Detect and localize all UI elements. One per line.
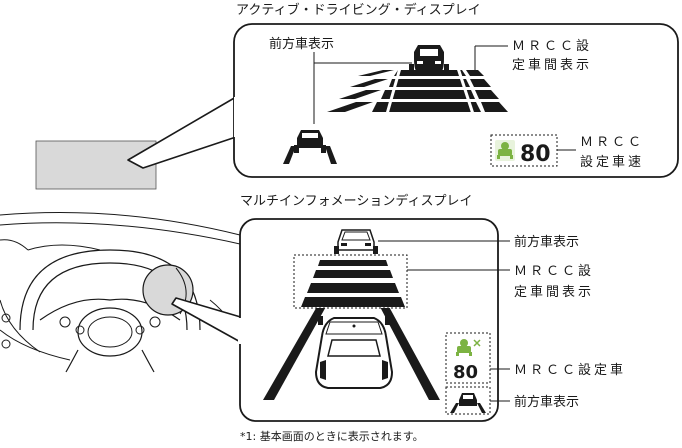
mid-label-set-vehicle: ＭＲＣＣ設定車 xyxy=(514,362,626,378)
adhud-own-vehicle-icon xyxy=(283,130,337,164)
mid-lane-line-left xyxy=(263,303,328,400)
adhud-title: アクティブ・ドライビング・ディスプレイ xyxy=(236,2,481,18)
adhud-label-speed-1: ＭＲＣＣ xyxy=(580,135,644,150)
footnote: *1: 基本画面のときに表示されます。 xyxy=(240,429,424,443)
mid-own-vehicle-icon xyxy=(314,316,394,389)
mid-label-distance-2: 定車間表示 xyxy=(514,285,594,300)
mid-callout-pointer xyxy=(171,297,245,345)
adhud-set-speed-value: 80 xyxy=(520,142,551,167)
adhud-lane-line-left xyxy=(385,67,402,115)
adhud-label-distance-1: ＭＲＣＣ設 xyxy=(512,38,592,54)
mrcc-cruise-icon xyxy=(495,140,515,161)
adhud-lane-line-right xyxy=(456,67,475,115)
mid-lane-line-right xyxy=(378,303,440,400)
mid-front-vehicle-icon xyxy=(334,229,378,254)
mid-distance-bars xyxy=(301,260,405,307)
adhud-callout-pointer xyxy=(127,96,237,169)
mid-footnote-marker: *1 xyxy=(426,390,437,401)
dashboard-illustration xyxy=(0,212,241,361)
adhud-label-front-vehicle: 前方車表示 xyxy=(269,36,334,52)
mid-set-speed-value: 80 xyxy=(453,362,478,383)
adhud-label-speed-2: 設定車速 xyxy=(580,154,644,170)
mid-label-front-vehicle: 前方車表示 xyxy=(514,234,579,250)
mid-basic-front-vehicle-icon xyxy=(450,393,486,413)
mid-label-distance-1: ＭＲＣＣ設 xyxy=(514,263,594,279)
adhud-label-distance-2: 定車間表示 xyxy=(512,58,592,73)
mid-title: マルチインフォメーションディスプレイ xyxy=(240,193,472,209)
mid-set-speed-box xyxy=(445,332,491,384)
adhud-front-vehicle-icon xyxy=(409,45,449,72)
mid-mrcc-cruise-icon xyxy=(456,339,481,356)
mid-label-basic-front-vehicle: 前方車表示 xyxy=(514,394,579,410)
